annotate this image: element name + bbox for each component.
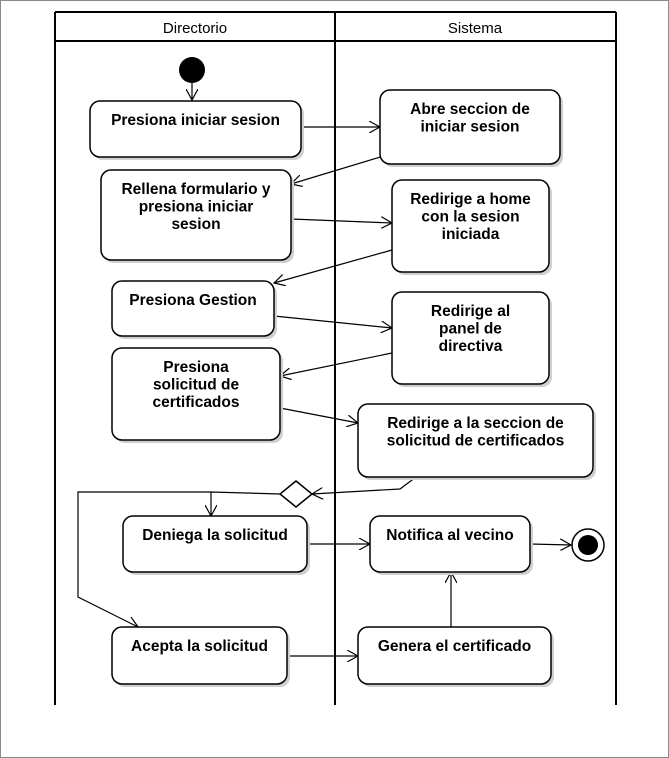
activity-label-line: iniciada: [442, 226, 500, 243]
activity-label-line: Presiona Gestion: [129, 292, 256, 309]
activity-label-line: Rellena formulario y: [121, 181, 270, 198]
activity-label-line: Notifica al vecino: [386, 527, 513, 544]
activity-deniega: Deniega la solicitud: [122, 515, 310, 575]
edge-home-to-gestion: [274, 249, 393, 283]
activity-box: [100, 169, 292, 261]
activity-box: [122, 515, 308, 573]
activity-box: [391, 291, 550, 385]
activity-genera: Genera el certificado: [357, 626, 554, 687]
activity-presiona-gestion: Presiona Gestion: [111, 280, 277, 339]
activity-box: [391, 179, 550, 273]
activity-label-line: Abre seccion de: [410, 101, 530, 118]
activity-box: [357, 403, 594, 478]
edges: [77, 83, 571, 656]
edge-notifica-to-final: [529, 544, 571, 545]
activity-label-line: certificados: [152, 394, 239, 411]
activity-label-line: directiva: [439, 338, 503, 355]
activity-acepta: Acepta la solicitud: [111, 626, 290, 687]
activity-label-line: Presiona iniciar sesion: [111, 112, 280, 129]
lane-title-sistema: Sistema: [448, 20, 503, 37]
activity-label-line: Deniega la solicitud: [142, 527, 288, 544]
activity-label-line: solicitud de: [153, 377, 240, 394]
activity-box: [89, 100, 302, 158]
activity-label-line: Redirige a la seccion de: [387, 415, 564, 432]
activity-label-line: sesion: [171, 216, 220, 233]
edge-solicitud-to-redirige: [279, 407, 358, 423]
edge-decision-to-acepta: [77, 491, 211, 627]
edge-decision-to-deniega: [211, 491, 281, 516]
decision-node: [278, 480, 314, 508]
activity-label-line: Acepta la solicitud: [131, 638, 268, 655]
activity-label-line: iniciar sesion: [420, 119, 519, 136]
activity-label-line: presiona iniciar: [139, 199, 254, 216]
activity-box: [357, 626, 552, 685]
edge-rellena-to-home: [290, 219, 392, 223]
activity-box: [111, 626, 288, 685]
activity-presiona-iniciar: Presiona iniciar sesion: [89, 100, 304, 160]
lane-title-directorio: Directorio: [163, 20, 227, 37]
edge-redirige-to-decision: [312, 476, 417, 494]
activity-box: [111, 347, 281, 441]
initial-node: [179, 57, 205, 83]
activity-box: [111, 280, 275, 337]
edge-panel-to-solicitud: [280, 352, 393, 376]
activity-label-line: Presiona: [163, 359, 229, 376]
edge-abre-to-rellena: [291, 154, 388, 184]
activity-label-line: panel de: [439, 321, 502, 338]
activity-box: [369, 515, 531, 573]
edge-gestion-to-panel: [273, 315, 392, 328]
activity-box: [379, 89, 561, 165]
final-node: [571, 528, 605, 562]
activity-label-line: Redirige a home: [410, 191, 531, 208]
activity-label-line: con la sesion: [421, 209, 519, 226]
activity-label-line: solicitud de certificados: [387, 433, 564, 450]
activity-label-line: Genera el certificado: [378, 638, 531, 655]
activity-label-line: Redirige al: [431, 303, 510, 320]
activity-notifica: Notifica al vecino: [369, 515, 533, 575]
